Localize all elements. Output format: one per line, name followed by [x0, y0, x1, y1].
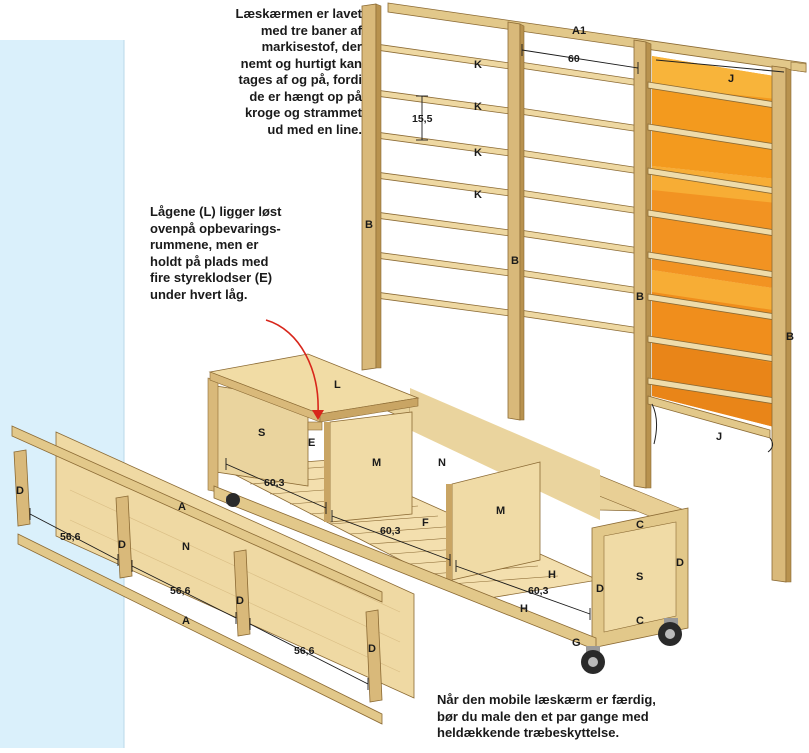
wall-panel — [0, 40, 124, 748]
label-d: D — [236, 595, 244, 607]
dim-post-spacing: 56,6 — [294, 645, 315, 657]
caption-line: under hvert låg. — [150, 286, 248, 302]
labels: A1 K K K K J J B B B B L E S S M M N N F… — [16, 25, 794, 655]
label-h: H — [520, 603, 528, 615]
screen-frame — [361, 2, 807, 583]
label-d: D — [16, 485, 24, 497]
caption-line: heldækkende træbeskyttelse. — [437, 725, 620, 740]
cabinet — [207, 353, 689, 674]
label-b: B — [511, 255, 519, 267]
label-n: N — [182, 541, 190, 553]
dim-compartment: 60,3 — [528, 585, 549, 597]
front-assembly — [11, 425, 415, 725]
label-b: B — [365, 219, 373, 231]
caption-line: kroge og strammet — [244, 105, 362, 120]
caption-line: ovenpå opbevarings- — [150, 220, 281, 236]
dim-bar-gap: 60 — [568, 53, 580, 65]
label-m: M — [372, 457, 381, 469]
label-a: A — [182, 615, 190, 627]
caption-line: Lågene (L) ligger løst — [150, 204, 282, 219]
caption-line: bør du male den et par gange med — [437, 708, 649, 724]
pointer-arrow — [265, 319, 319, 415]
caption-line: med tre baner af — [260, 22, 362, 38]
dim-compartment: 60,3 — [380, 525, 401, 537]
label-h: H — [548, 569, 556, 581]
post-middle — [507, 21, 521, 421]
front-post-1 — [13, 449, 31, 527]
dim-post-spacing: 56,6 — [170, 585, 191, 597]
label-f: F — [422, 517, 429, 529]
caption-line: nemt og hurtigt kan — [240, 55, 362, 71]
guide-block — [307, 421, 323, 431]
line-j-top — [655, 59, 785, 73]
post-right-center — [633, 39, 647, 489]
front-post-3 — [233, 549, 251, 637]
dimension-lines — [29, 44, 639, 690]
label-b: B — [636, 291, 644, 303]
post-right — [771, 65, 787, 583]
label-a: A — [178, 501, 186, 513]
label-d: D — [368, 643, 376, 655]
wheels — [226, 493, 682, 674]
fabric-panel — [652, 56, 786, 430]
dimension-values: 60 15,5 60,3 60,3 60,3 56,6 56,6 56,6 — [60, 53, 580, 657]
caption-line: fire styreklodser (E) — [150, 270, 273, 285]
label-d: D — [118, 539, 126, 551]
label-s: S — [636, 571, 643, 583]
caption-top: Læskærmen er lavet med tre baner af mark… — [196, 6, 362, 138]
caption-line: rummene, men er — [150, 237, 259, 252]
caption-bottom: Når den mobile læskærm er færdig, bør du… — [437, 692, 737, 742]
label-k: K — [474, 189, 482, 201]
caption-line: tages af og på, fordi — [238, 72, 362, 87]
label-d: D — [596, 583, 604, 595]
front-post-4 — [365, 609, 383, 703]
dim-post-spacing: 56,6 — [60, 531, 81, 543]
caption-line: holdt på plads med — [150, 253, 269, 269]
dim-compartment: 60,3 — [264, 477, 285, 489]
front-post-2 — [115, 495, 133, 579]
caption-line: Læskærmen er lavet — [235, 6, 362, 21]
caption-line: de er hængt op på — [249, 88, 362, 104]
pointer-arrowhead — [312, 410, 324, 420]
label-g: G — [572, 637, 581, 649]
label-s: S — [258, 427, 265, 439]
front-rail-bottom — [17, 533, 383, 725]
label-k: K — [474, 59, 482, 71]
slats-middle — [519, 61, 641, 335]
label-k: K — [474, 147, 482, 159]
label-b: B — [786, 331, 794, 343]
caption-middle: Lågene (L) ligger løst ovenpå opbevaring… — [150, 204, 320, 303]
caption-line: markisestof, der — [261, 39, 362, 54]
label-k: K — [474, 101, 482, 113]
label-e: E — [308, 437, 315, 449]
label-c: C — [636, 615, 644, 627]
label-c: C — [636, 519, 644, 531]
label-n: N — [438, 457, 446, 469]
slats-left — [375, 43, 511, 317]
divider-left — [329, 411, 413, 523]
caption-line: Når den mobile læskærm er færdig, — [437, 692, 656, 707]
label-m: M — [496, 505, 505, 517]
line-j-bottom — [651, 403, 774, 453]
label-d: D — [676, 557, 684, 569]
post-left — [361, 3, 377, 371]
front-rail-top — [11, 425, 383, 603]
label-j: J — [716, 431, 722, 443]
caption-line: ud med en line. — [267, 121, 362, 137]
label-l: L — [334, 379, 341, 391]
label-a1: A1 — [572, 25, 586, 37]
label-j: J — [728, 73, 734, 85]
divider-right — [451, 461, 541, 581]
dim-slat-spacing: 15,5 — [412, 113, 433, 125]
